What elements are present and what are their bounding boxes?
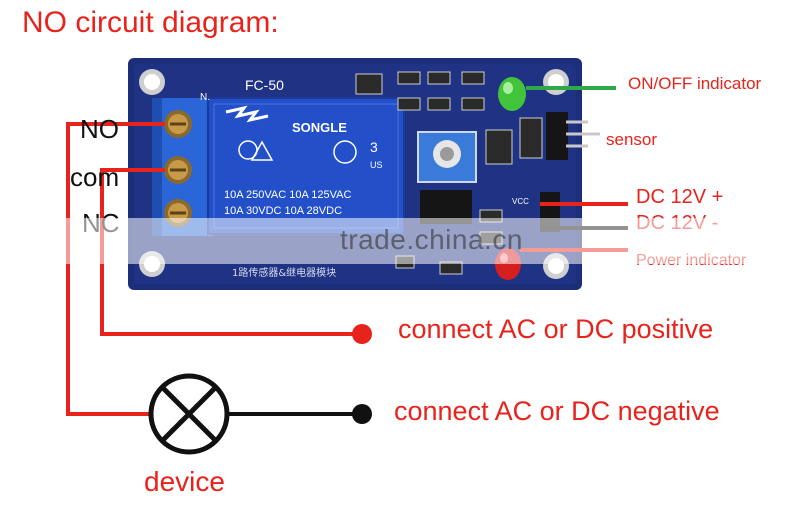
relay-spec-line-1: 10A 250VAC 10A 125VAC xyxy=(224,189,351,201)
board-model: FC-50 xyxy=(245,77,284,93)
label-device: device xyxy=(144,466,225,497)
label-sensor: sensor xyxy=(606,130,658,149)
board-bottom-text: 1路传感器&继电器模块 xyxy=(232,266,336,279)
terminal-block xyxy=(152,98,214,236)
relay xyxy=(207,97,405,235)
page-title: NO circuit diagram: xyxy=(22,6,279,39)
device-lamp-icon xyxy=(148,373,230,455)
watermark: trade.china.cn xyxy=(40,218,800,264)
label-dc-plus: DC 12V + xyxy=(636,186,724,208)
relay-spec-line-2: 10A 30VDC 10A 28VDC xyxy=(224,205,342,217)
potentiometer xyxy=(417,131,477,183)
label-onoff-indicator: ON/OFF indicator xyxy=(628,74,762,93)
led-green xyxy=(498,77,526,111)
positive-terminal-dot xyxy=(352,324,372,344)
relay-side2: US xyxy=(370,160,383,170)
board-vcc-label: VCC xyxy=(512,197,529,206)
relay-side: 3 xyxy=(370,139,378,155)
watermark-text: trade.china.cn xyxy=(340,224,523,255)
label-com: com xyxy=(70,162,120,192)
label-no: NO xyxy=(80,114,119,144)
board-n-label: N. xyxy=(200,92,210,103)
relay-brand: SONGLE xyxy=(292,120,347,135)
negative-terminal-dot xyxy=(352,404,372,424)
label-connect-positive: connect AC or DC positive xyxy=(398,314,714,344)
label-connect-negative: connect AC or DC negative xyxy=(394,396,720,426)
